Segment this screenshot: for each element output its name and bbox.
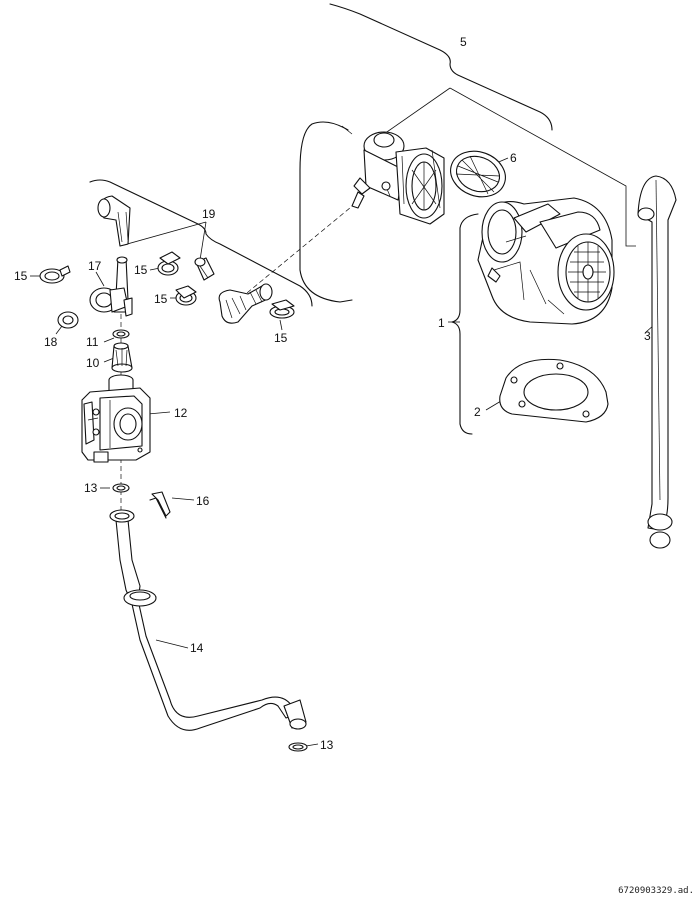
leader-11 xyxy=(103,337,115,343)
leader-16 xyxy=(171,497,195,501)
bracket-group-19 xyxy=(89,179,313,307)
non-return-flap xyxy=(450,150,506,198)
label-17: 17 xyxy=(88,259,102,273)
label-14: 14 xyxy=(190,641,204,655)
label-2: 2 xyxy=(474,405,481,419)
label-5: 5 xyxy=(460,35,467,49)
label-3: 3 xyxy=(644,329,651,343)
condensate-tube xyxy=(637,175,677,549)
leader-18 xyxy=(55,325,63,335)
reference-number: 6720903329.ad. xyxy=(618,886,694,896)
clip-15-c xyxy=(175,285,197,306)
cap-18 xyxy=(57,311,79,329)
label-18: 18 xyxy=(44,335,58,349)
label-16: 16 xyxy=(196,494,210,508)
clip-15-d xyxy=(269,299,295,319)
leader-17 xyxy=(95,271,105,287)
o-ring-11 xyxy=(112,329,130,339)
leader-19 xyxy=(119,221,207,247)
fan-blower xyxy=(477,197,615,325)
leader-15d xyxy=(279,319,283,331)
adapter-10 xyxy=(111,342,133,373)
nozzle-connector xyxy=(194,257,215,281)
label-13-b: 13 xyxy=(320,738,334,752)
leader-5b xyxy=(449,87,636,247)
label-15-a: 15 xyxy=(14,269,28,283)
seal-13-lower xyxy=(288,742,308,752)
label-11: 11 xyxy=(86,335,99,349)
corrugated-hose xyxy=(218,283,273,324)
fan-gasket xyxy=(499,358,609,423)
bracket-group-1 xyxy=(451,213,479,435)
seal-13-upper xyxy=(112,483,130,493)
label-19: 19 xyxy=(202,207,216,221)
clip-16 xyxy=(149,491,171,519)
label-6: 6 xyxy=(510,151,517,165)
test-nipple-17 xyxy=(89,256,133,317)
leader-13b xyxy=(305,743,319,747)
label-1: 1 xyxy=(438,316,445,330)
leader-5 xyxy=(383,87,451,135)
elbow-connector xyxy=(97,195,131,247)
sensing-tube xyxy=(299,121,353,303)
label-12: 12 xyxy=(174,406,188,420)
leader-14 xyxy=(155,639,189,649)
assembly-axis-upper xyxy=(235,197,363,303)
leader-12 xyxy=(147,411,171,415)
label-13-a: 13 xyxy=(84,481,98,495)
label-15-c: 15 xyxy=(154,292,168,306)
label-15-d: 15 xyxy=(274,331,288,345)
gas-pipe-14 xyxy=(109,509,307,731)
gas-valve-12 xyxy=(81,374,151,463)
leader-19b xyxy=(199,221,207,261)
bracket-group-5 xyxy=(329,3,553,131)
clip-15-a xyxy=(39,265,71,284)
label-10: 10 xyxy=(86,356,100,370)
label-15-b: 15 xyxy=(134,263,148,277)
clip-15-b xyxy=(157,251,181,276)
venturi-mixer xyxy=(351,131,445,225)
